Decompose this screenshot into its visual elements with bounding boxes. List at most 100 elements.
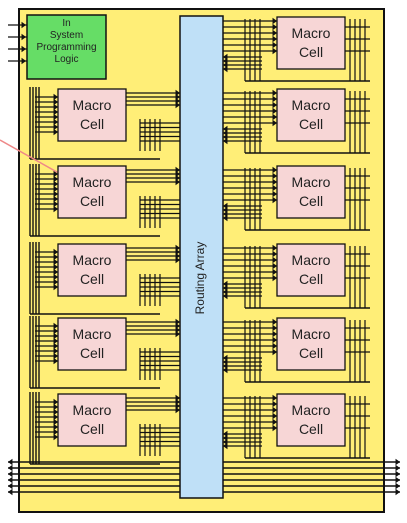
wiring bbox=[8, 17, 400, 496]
left-cell-1-input-arrow bbox=[53, 103, 58, 111]
isp-label: In System Programming Logic bbox=[27, 18, 106, 66]
left-cell-2-input-arrow bbox=[53, 195, 58, 203]
right-cell-5-input-arrow bbox=[272, 336, 277, 344]
global-bus-left-arrow-4 bbox=[8, 476, 13, 484]
right-cell-2-input-arrow bbox=[272, 89, 277, 97]
right-cell-3-feedback-arrow bbox=[223, 214, 228, 222]
right-cell-1-input-arrow bbox=[272, 35, 277, 43]
routing-array-label: Routing Array bbox=[193, 241, 207, 315]
right-cell-2-input-arrow bbox=[272, 107, 277, 115]
right-cell-4-input-arrow bbox=[272, 256, 277, 264]
pointer-arrow bbox=[0, 139, 65, 177]
right-macro-cell-2 bbox=[276, 88, 346, 142]
left-cell-5-input-arrow bbox=[53, 423, 58, 431]
left-cell-3-input-arrow bbox=[53, 273, 58, 281]
left-cell-2-input-arrow bbox=[53, 185, 58, 193]
global-bus-left-arrow-3 bbox=[8, 470, 13, 478]
left-macro-cell-4 bbox=[57, 317, 127, 371]
global-bus-arrow-4 bbox=[395, 476, 400, 484]
right-cell-6-feedback-arrow bbox=[223, 442, 228, 450]
right-cell-4-input-arrow bbox=[272, 268, 277, 276]
left-cell-5-input-arrow bbox=[53, 413, 58, 421]
right-cell-1-input-arrow bbox=[272, 29, 277, 37]
right-cell-1-input-arrow bbox=[272, 47, 277, 55]
left-cell-3-input-arrow bbox=[53, 268, 58, 276]
right-macro-cell-4 bbox=[276, 243, 346, 297]
right-cell-3-input-arrow bbox=[272, 196, 277, 204]
right-cell-6-input-arrow bbox=[272, 394, 277, 402]
left-cell-3-input-arrow bbox=[53, 278, 58, 286]
right-cell-5-feedback-arrow bbox=[223, 366, 228, 374]
right-cell-6-input-arrow bbox=[272, 412, 277, 420]
right-cell-6-input-arrow bbox=[272, 418, 277, 426]
left-cell-1-input-arrow bbox=[53, 93, 58, 101]
isp-block bbox=[26, 14, 107, 80]
right-cell-5-input-arrow bbox=[272, 348, 277, 356]
global-bus-arrow-2 bbox=[395, 464, 400, 472]
right-cell-2-input-arrow bbox=[272, 95, 277, 103]
left-cell-5-input-arrow bbox=[53, 403, 58, 411]
right-cell-2-input-arrow bbox=[272, 119, 277, 127]
right-cell-5-input-arrow bbox=[272, 342, 277, 350]
right-macro-cell-5 bbox=[276, 317, 346, 371]
right-cell-3-input-arrow bbox=[272, 190, 277, 198]
isp-input-arrow-3 bbox=[21, 45, 26, 53]
right-cell-1-feedback-arrow bbox=[223, 65, 228, 73]
left-macro-cell-1 bbox=[57, 88, 127, 142]
left-cell-5-input-arrow bbox=[53, 418, 58, 426]
right-cell-4-input-arrow bbox=[272, 274, 277, 282]
left-cell-1-input-arrow bbox=[53, 98, 58, 106]
left-cell-3-input-arrow bbox=[53, 253, 58, 261]
right-cell-6-input-arrow bbox=[272, 424, 277, 432]
right-cell-2-input-arrow bbox=[272, 113, 277, 121]
left-cell-2-output-arrow bbox=[175, 178, 180, 186]
isp-input-arrow-2 bbox=[21, 33, 26, 41]
left-cell-2-input-arrow bbox=[53, 170, 58, 178]
global-bus-left-arrow-1 bbox=[8, 458, 13, 466]
left-cell-1-output-arrow bbox=[175, 89, 180, 97]
global-bus-left-arrow-5 bbox=[8, 482, 13, 490]
left-cell-1-output-arrow bbox=[175, 97, 180, 105]
isp-line-4: Logic bbox=[54, 54, 79, 65]
left-cell-4-input-arrow bbox=[53, 357, 58, 365]
global-bus-arrow-5 bbox=[395, 482, 400, 490]
right-macro-cell-1 bbox=[276, 16, 346, 70]
left-cell-1-output-arrow bbox=[175, 101, 180, 109]
left-cell-2-input-arrow bbox=[53, 175, 58, 183]
left-cell-2-input-arrow bbox=[53, 200, 58, 208]
left-macro-cell-2 bbox=[57, 165, 127, 219]
isp-input-arrow-4 bbox=[21, 57, 26, 65]
left-cell-5-input-arrow bbox=[53, 433, 58, 441]
left-cell-3-input-arrow bbox=[53, 248, 58, 256]
isp-line-1: In bbox=[62, 18, 71, 29]
left-cell-1-input-arrow bbox=[53, 118, 58, 126]
right-cell-2-input-arrow bbox=[272, 101, 277, 109]
global-bus-left-arrow-2 bbox=[8, 464, 13, 472]
global-bus-arrow-1 bbox=[395, 458, 400, 466]
right-cell-6-input-arrow bbox=[272, 406, 277, 414]
left-cell-4-input-arrow bbox=[53, 332, 58, 340]
left-cell-2-input-arrow bbox=[53, 180, 58, 188]
right-cell-1-input-arrow bbox=[272, 41, 277, 49]
routing-array bbox=[179, 15, 224, 499]
left-cell-1-input-arrow bbox=[53, 123, 58, 131]
left-cell-1-output-arrow bbox=[175, 93, 180, 101]
global-bus-arrow-6 bbox=[395, 488, 400, 496]
global-bus-left-arrow-6 bbox=[8, 488, 13, 496]
left-cell-5-output-arrow bbox=[175, 406, 180, 414]
right-macro-cell-3 bbox=[276, 165, 346, 219]
left-macro-cell-5 bbox=[57, 393, 127, 447]
left-macro-cell-3 bbox=[57, 243, 127, 297]
global-bus-arrow-3 bbox=[395, 470, 400, 478]
left-cell-4-input-arrow bbox=[53, 327, 58, 335]
